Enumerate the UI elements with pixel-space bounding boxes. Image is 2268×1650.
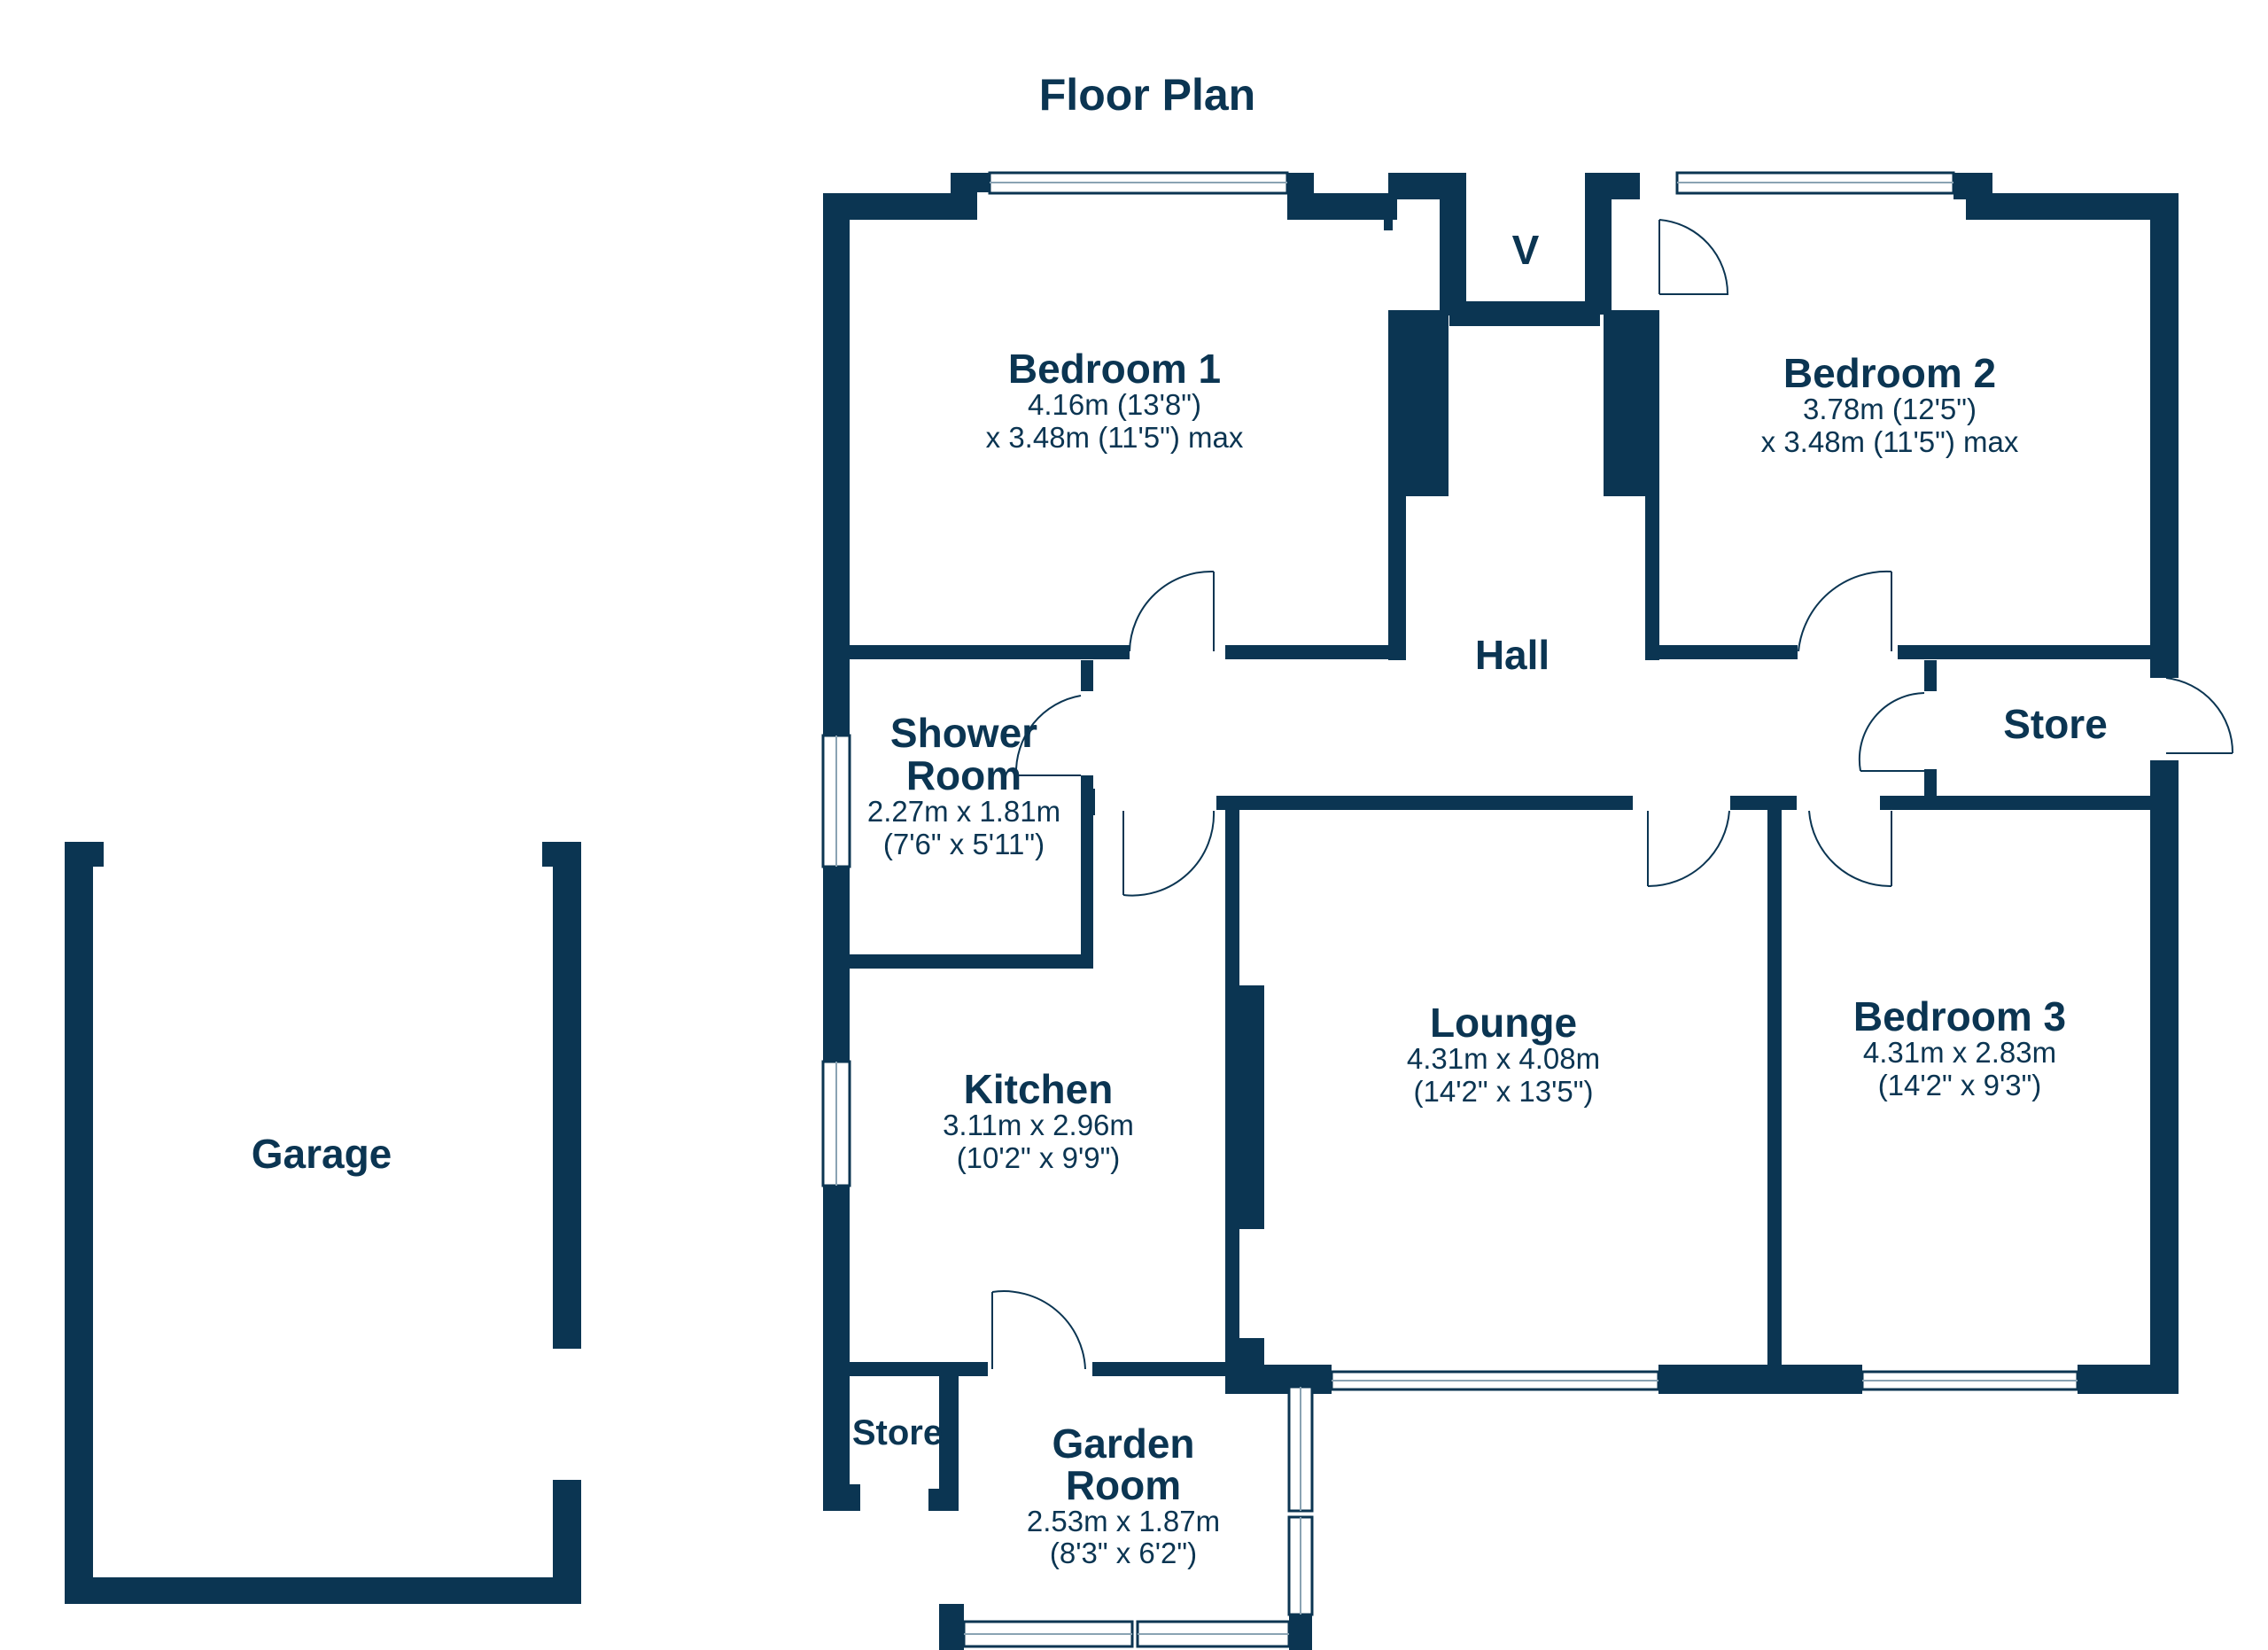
garage-walls — [65, 842, 581, 1604]
room-dimensions: (7'6" x 5'11") — [883, 828, 1045, 860]
plan-title: Floor Plan — [1039, 70, 1255, 120]
room-garden-room: Garden Room 2.53m x 1.87m (8'3" x 6'2") — [1027, 1420, 1220, 1569]
room-store-hall: Store — [2003, 701, 2108, 747]
room-dimensions: x 3.48m (11'5") max — [1761, 425, 2019, 458]
room-dimensions: 4.31m x 4.08m — [1407, 1042, 1600, 1075]
room-name: Store — [852, 1413, 943, 1452]
doors — [991, 219, 2234, 1370]
room-name: Store — [2003, 701, 2108, 747]
room-dimensions: (8'3" x 6'2") — [1050, 1537, 1197, 1569]
room-dimensions: 4.31m x 2.83m — [1863, 1036, 2056, 1069]
windows — [821, 171, 2079, 1648]
room-lounge: Lounge 4.31m x 4.08m (14'2" x 13'5") — [1407, 1000, 1600, 1108]
room-dimensions: (14'2" x 9'3") — [1878, 1069, 2042, 1101]
room-bedroom-2: Bedroom 2 3.78m (12'5") x 3.48m (11'5") … — [1761, 350, 2019, 458]
room-dimensions: 4.16m (13'8") — [1028, 388, 1201, 421]
room-name: Hall — [1475, 632, 1550, 678]
room-name: Bedroom 3 — [1853, 993, 2066, 1039]
room-name: Garage — [252, 1131, 392, 1177]
room-name: Room — [906, 752, 1021, 798]
room-dimensions: 2.27m x 1.81m — [867, 795, 1060, 828]
room-kitchen: Kitchen 3.11m x 2.96m (10'2" x 9'9") — [943, 1066, 1134, 1174]
room-name: Garden — [1052, 1420, 1194, 1467]
room-dimensions: (10'2" x 9'9") — [957, 1141, 1121, 1174]
room-bedroom-3: Bedroom 3 4.31m x 2.83m (14'2" x 9'3") — [1853, 993, 2066, 1101]
room-vestibule: V — [1512, 227, 1540, 273]
room-dimensions: (14'2" x 13'5") — [1414, 1075, 1594, 1108]
room-bedroom-1: Bedroom 1 4.16m (13'8") x 3.48m (11'5") … — [986, 346, 1244, 454]
room-name: Room — [1066, 1462, 1181, 1508]
room-dimensions: 3.11m x 2.96m — [943, 1109, 1134, 1141]
room-name: Shower — [890, 710, 1037, 756]
room-store-garden: Store — [852, 1413, 943, 1452]
room-name: Lounge — [1430, 1000, 1577, 1046]
room-name: Bedroom 2 — [1783, 350, 1996, 396]
house-walls — [823, 173, 2179, 1650]
room-name: Kitchen — [964, 1066, 1114, 1112]
room-dimensions: x 3.48m (11'5") max — [986, 421, 1244, 454]
room-shower-room: Shower Room 2.27m x 1.81m (7'6" x 5'11") — [867, 710, 1060, 860]
room-name: V — [1512, 227, 1540, 273]
room-garage: Garage — [252, 1131, 392, 1177]
room-name: Bedroom 1 — [1008, 346, 1221, 392]
room-dimensions: 3.78m (12'5") — [1803, 393, 1977, 425]
room-hall: Hall — [1475, 632, 1550, 678]
room-dimensions: 2.53m x 1.87m — [1027, 1505, 1220, 1537]
